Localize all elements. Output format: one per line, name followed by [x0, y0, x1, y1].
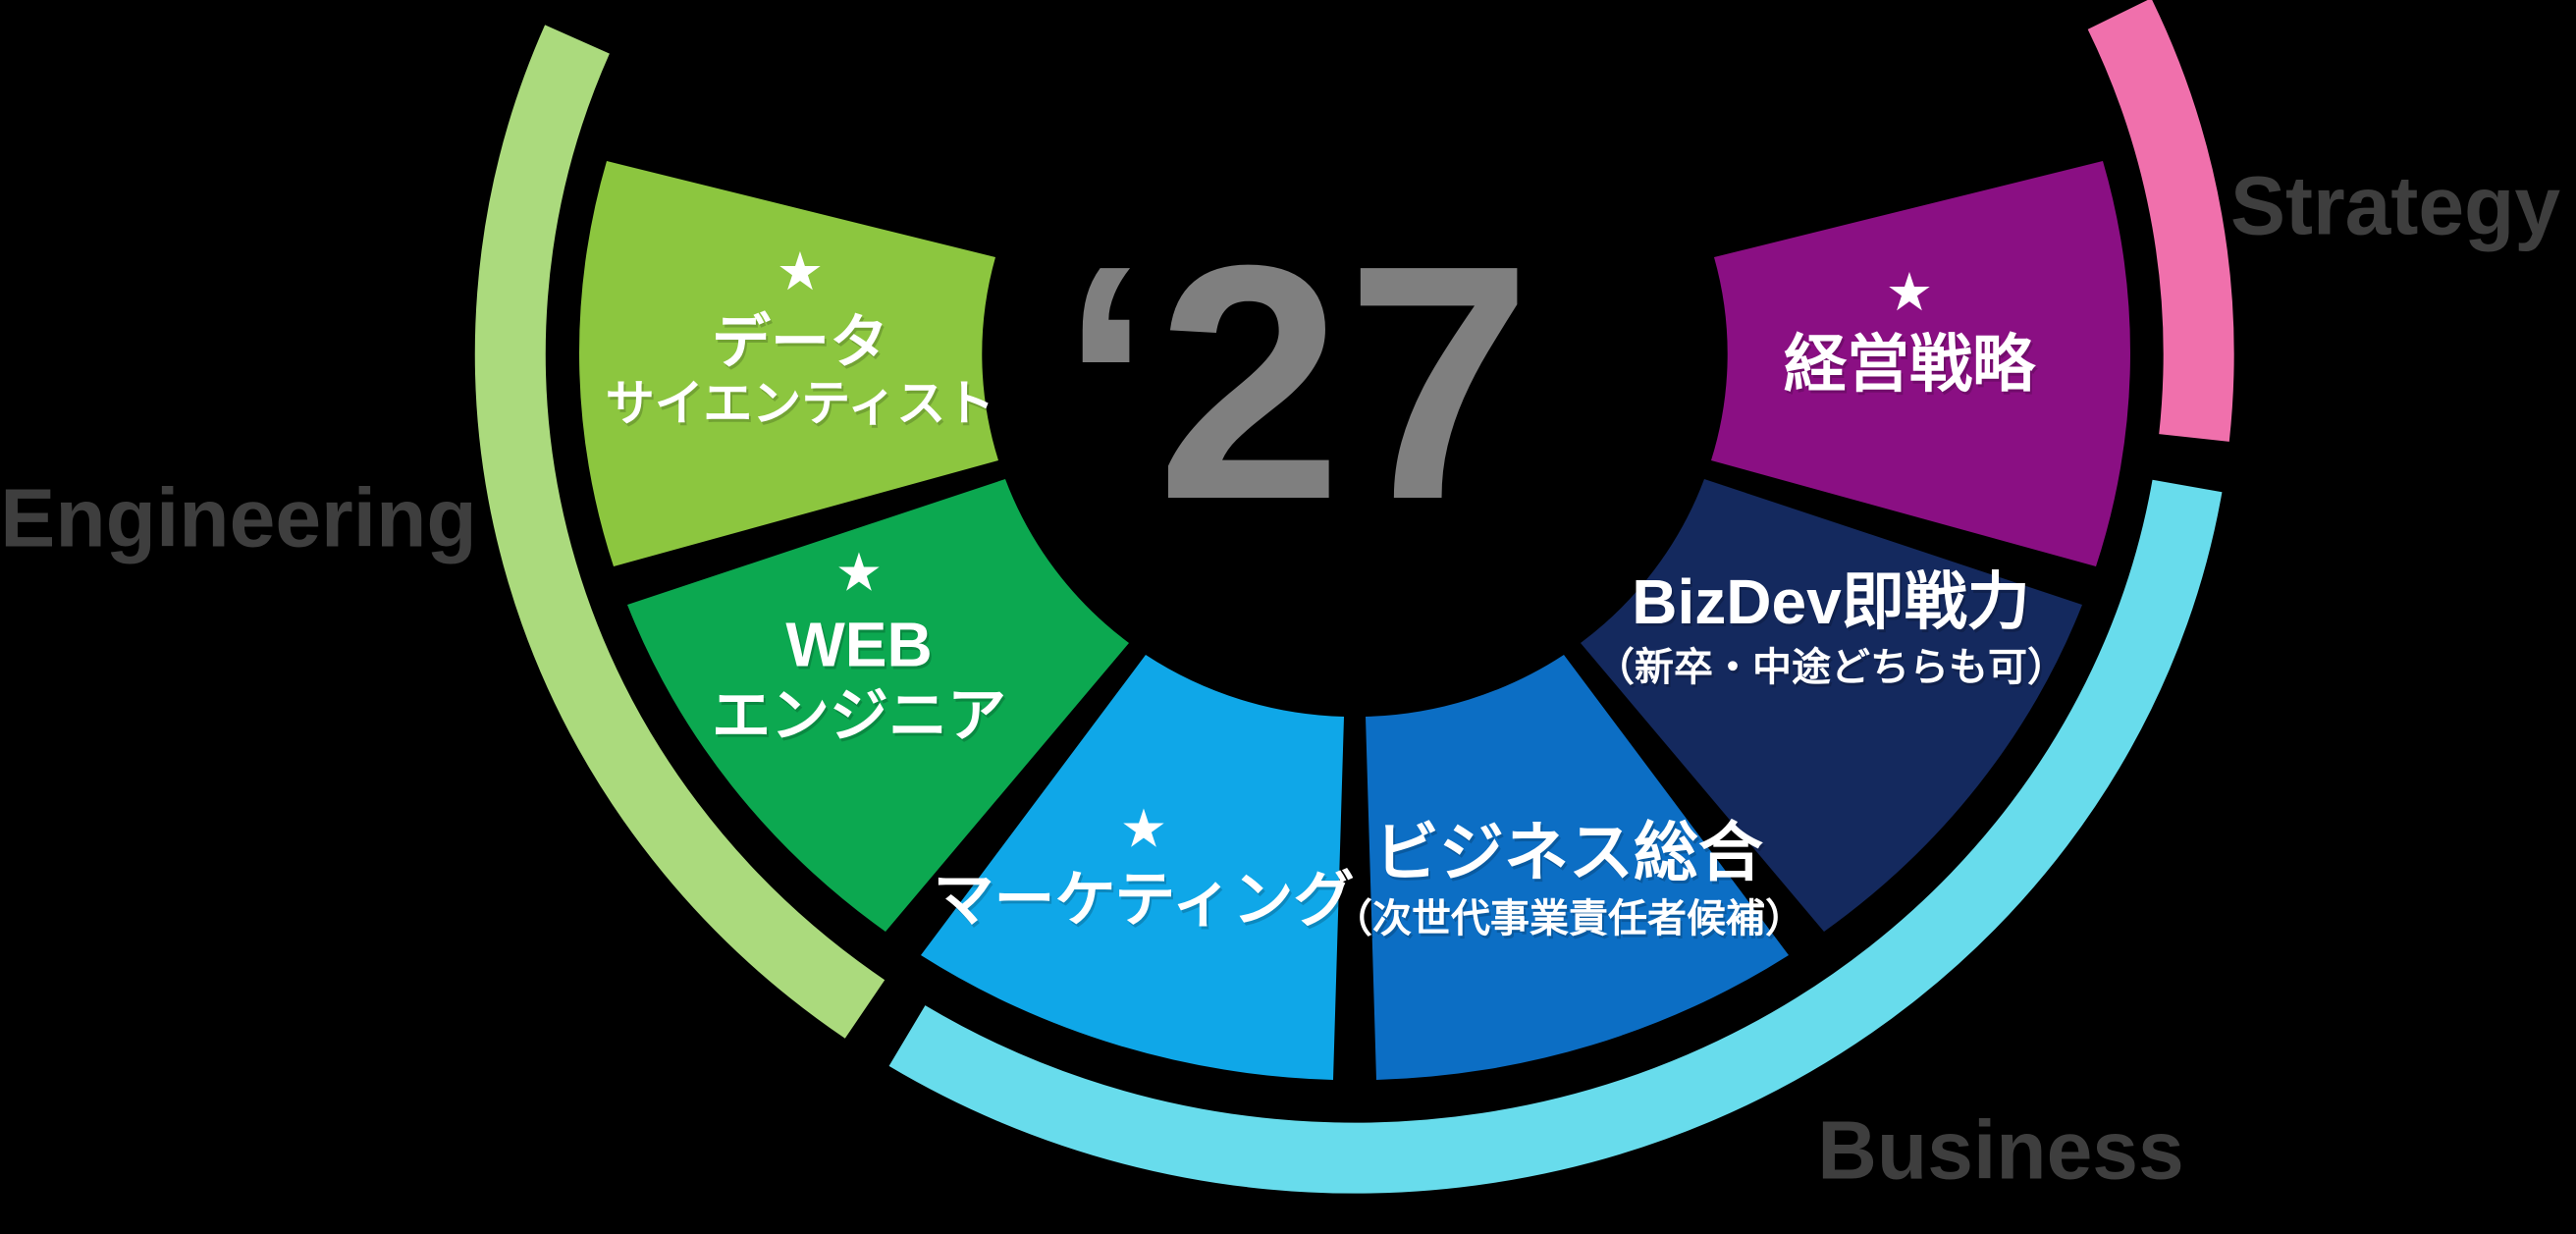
sector-bizdev	[1581, 479, 2082, 932]
ring-label-business: Business	[1817, 1103, 2184, 1197]
label-business-general: ビジネス総合 （次世代事業責任者候補）	[1333, 816, 1804, 941]
ring-label-engineering: Engineering	[0, 471, 477, 564]
star-icon: ★	[834, 543, 884, 603]
sector-marketing	[921, 655, 1344, 1080]
star-icon: ★	[776, 241, 825, 301]
ring-arc-business	[888, 479, 2223, 1194]
center-year-label: ‘27	[1059, 196, 1536, 569]
sector-label-line: ビジネス総合	[1374, 816, 1763, 889]
sector-label-subline: （新卒・中途どちらも可）	[1595, 645, 2066, 689]
label-bizdev: BizDev即戦力 （新卒・中途どちらも可）	[1595, 566, 2066, 690]
ring-label-strategy: Strategy	[2229, 159, 2561, 252]
ring-arc-strategy	[2087, 0, 2234, 442]
star-icon: ★	[1119, 799, 1168, 859]
sector-label-line: BizDev即戦力	[1632, 566, 2030, 638]
sector-label-line: マーケティング	[933, 866, 1355, 935]
sector-label-line: サイエンティスト	[605, 375, 995, 431]
sector-corporate-strategy	[1711, 161, 2130, 566]
sector-label-subline: （次世代事業責任者候補）	[1333, 896, 1804, 940]
sector-label-line: データ	[712, 308, 888, 375]
sector-label-line: 経営戦略	[1784, 329, 2035, 401]
sector-web-engineer	[627, 479, 1129, 932]
label-data-scientist: ★ データ サイエンティスト	[606, 245, 995, 433]
sector-label-line: WEB	[785, 609, 933, 680]
label-marketing: ★ マーケティング	[933, 802, 1354, 935]
label-corporate-strategy: ★ 経営戦略	[1784, 266, 2035, 402]
label-web-engineer: ★ WEB エンジニア	[712, 547, 1006, 750]
sector-label-line: エンジニア	[712, 682, 1006, 749]
ring-arc-engineering	[474, 25, 886, 1039]
sector-business-general	[1366, 655, 1789, 1080]
sector-data-scientist	[579, 161, 998, 566]
star-icon: ★	[1885, 263, 1934, 323]
